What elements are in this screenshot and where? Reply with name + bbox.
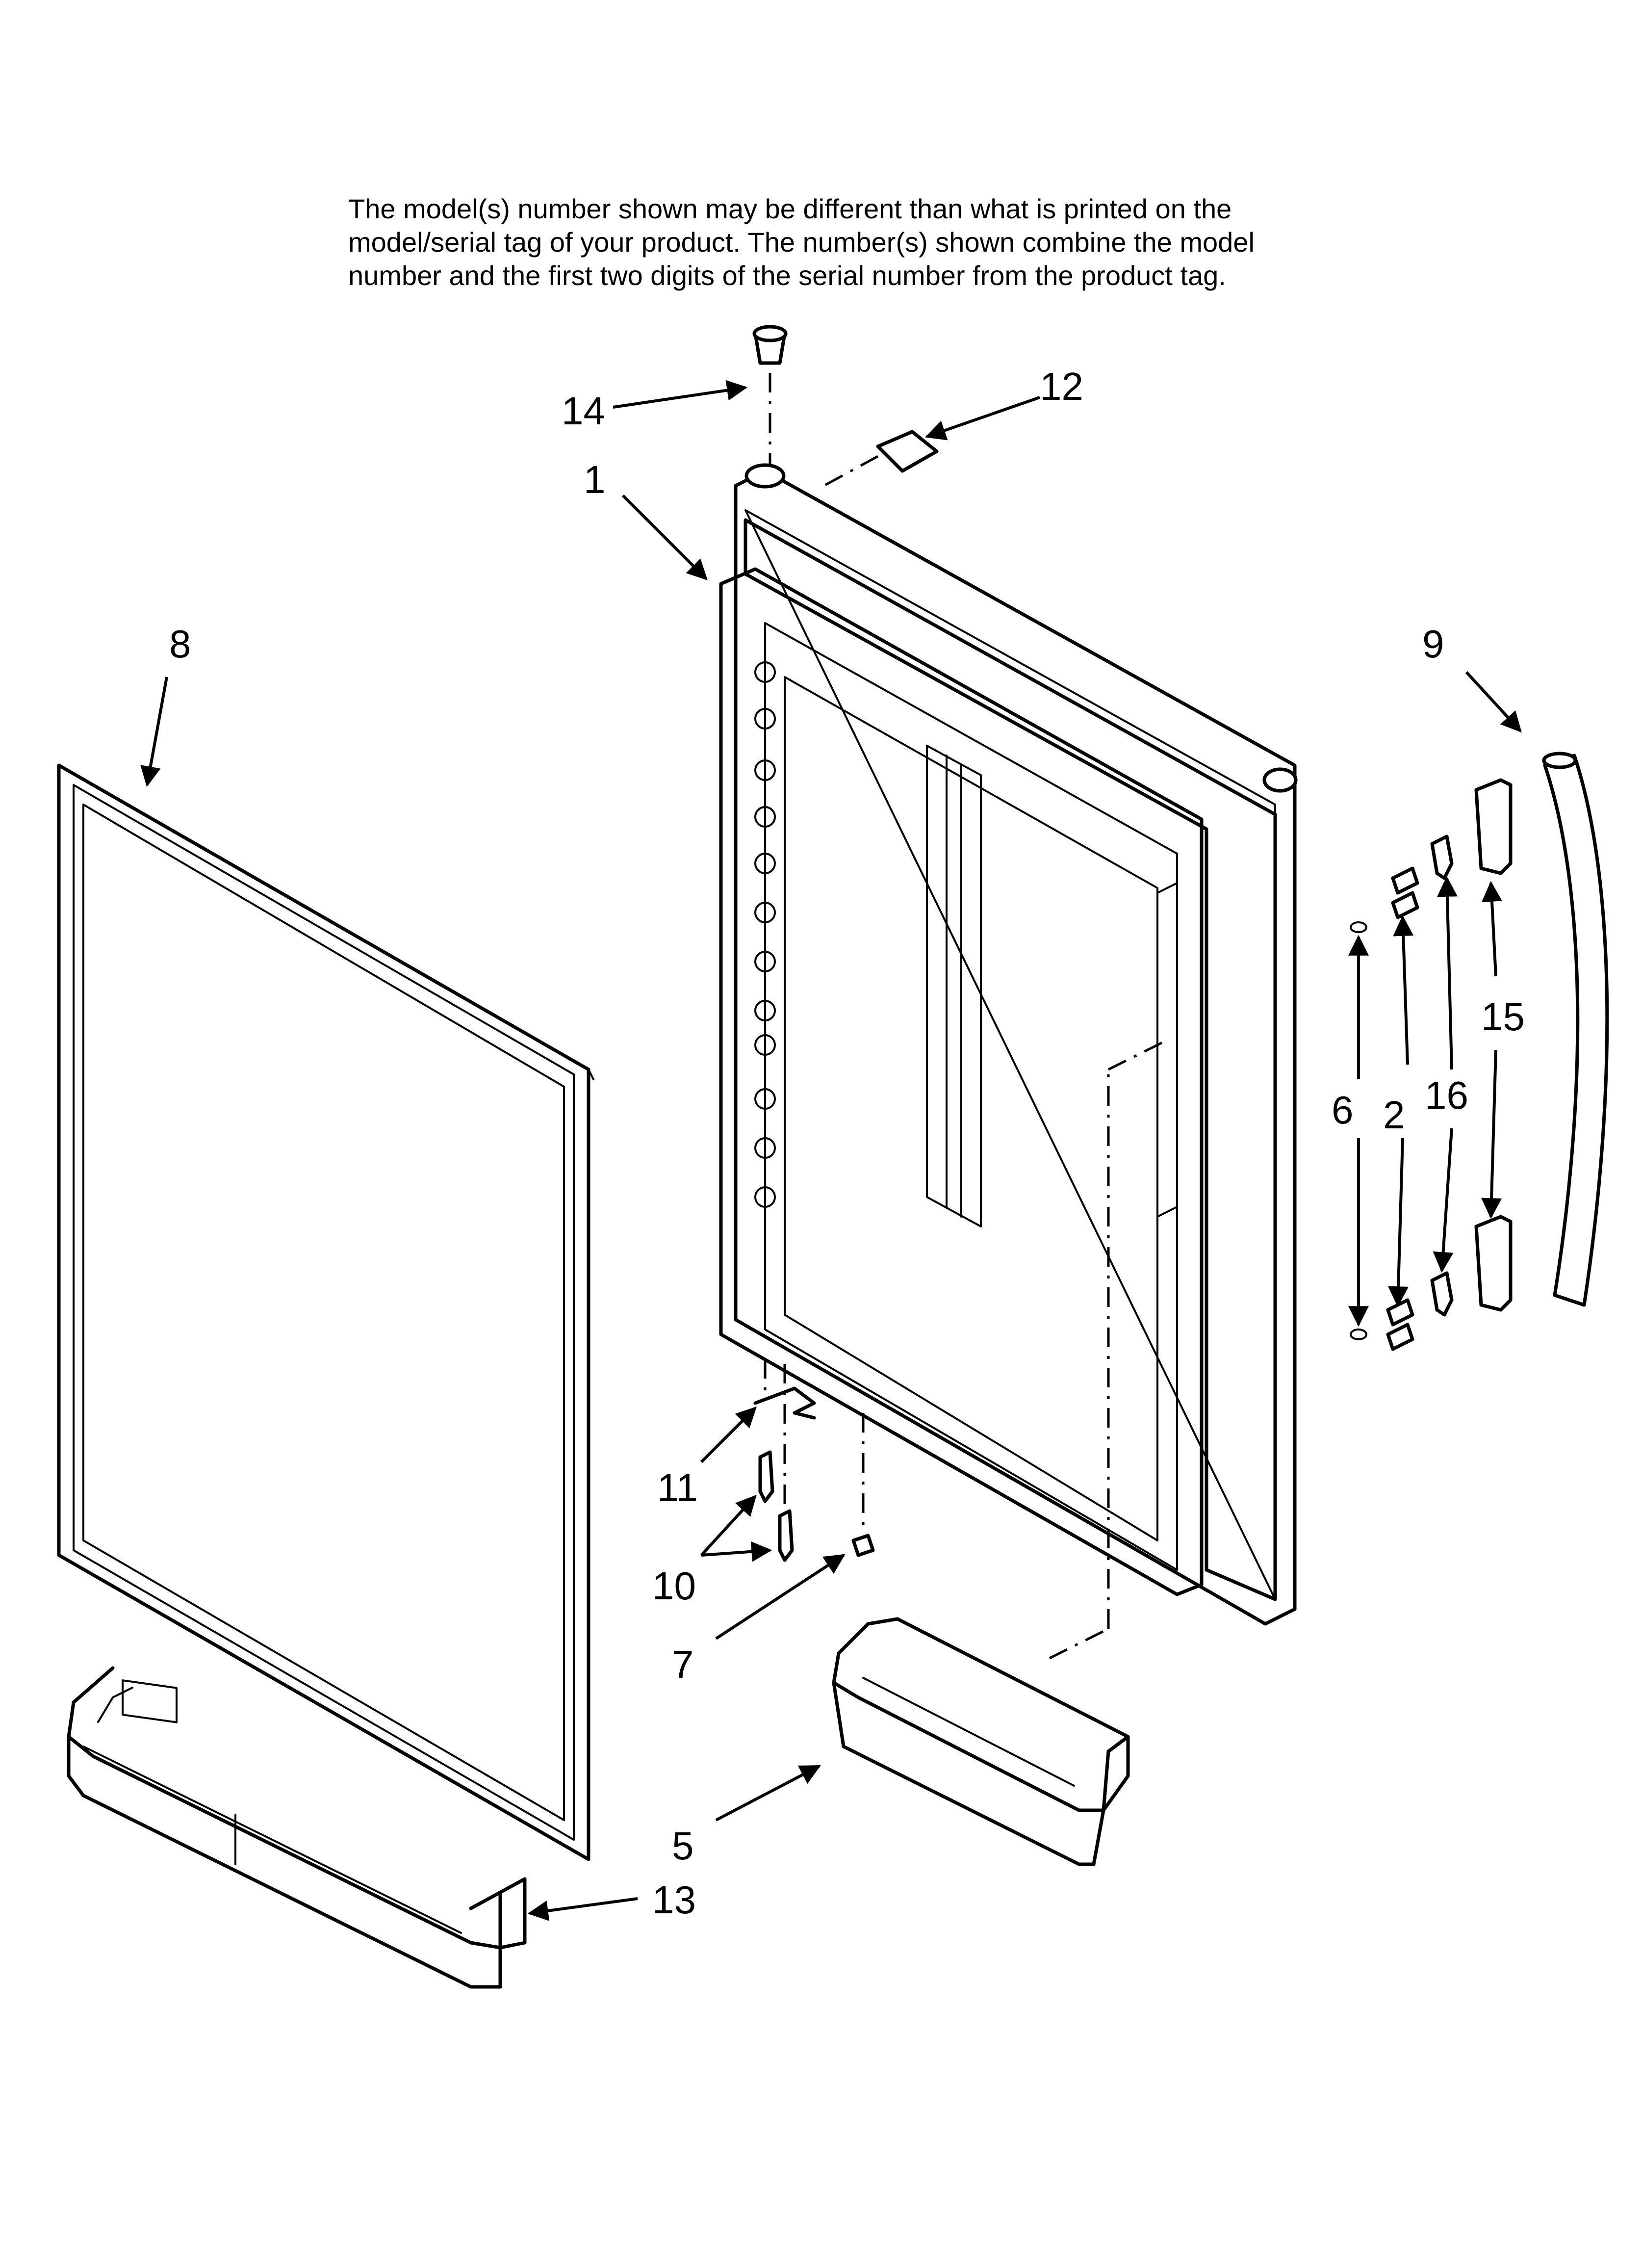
door-liner-part[interactable] bbox=[719, 463, 1298, 1626]
callout-16: 16 bbox=[1425, 1073, 1468, 1117]
door-panel-part[interactable] bbox=[57, 763, 594, 1861]
notice-line-2: model/serial tag of your product. The nu… bbox=[348, 227, 1255, 258]
door-handle-part[interactable] bbox=[1542, 752, 1609, 1307]
handle-endcap-part[interactable] bbox=[1474, 778, 1513, 1312]
callout-9: 9 bbox=[1422, 622, 1444, 666]
leader-lines bbox=[140, 380, 1522, 1921]
lower-door-bin-part[interactable] bbox=[67, 1666, 527, 1989]
callout-12: 12 bbox=[1040, 365, 1083, 408]
callout-11: 11 bbox=[657, 1466, 698, 1510]
callout-13: 13 bbox=[652, 1878, 696, 1922]
callout-5: 5 bbox=[672, 1824, 694, 1868]
callout-14: 14 bbox=[562, 389, 605, 433]
hinge-bushing-part[interactable] bbox=[752, 325, 788, 466]
callout-15: 15 bbox=[1481, 995, 1525, 1039]
top-clip-part[interactable] bbox=[823, 430, 939, 487]
callout-7: 7 bbox=[672, 1642, 694, 1686]
callout-6: 6 bbox=[1332, 1088, 1354, 1132]
handle-bracket-part[interactable] bbox=[1430, 834, 1454, 1317]
notice-line-1: The model(s) number shown may be differe… bbox=[348, 193, 1232, 224]
lower-hinge-part[interactable] bbox=[753, 1359, 816, 1511]
shelf-studs bbox=[754, 661, 776, 1208]
callout-1: 1 bbox=[584, 458, 606, 501]
washer-parts[interactable] bbox=[1350, 921, 1367, 1340]
callout-10: 10 bbox=[652, 1564, 696, 1608]
callout-8: 8 bbox=[169, 622, 191, 666]
plug-part[interactable] bbox=[851, 1413, 875, 1557]
notice-line-3: number and the first two digits of the s… bbox=[348, 260, 1226, 291]
callout-2: 2 bbox=[1383, 1093, 1405, 1137]
door-bin-part[interactable] bbox=[832, 1039, 1168, 1866]
screw-parts[interactable] bbox=[758, 1450, 794, 1562]
callout-labels: 14 12 1 8 9 15 16 2 6 11 10 7 5 13 bbox=[169, 365, 1525, 1922]
model-number-notice: The model(s) number shown may be differe… bbox=[348, 192, 1476, 292]
